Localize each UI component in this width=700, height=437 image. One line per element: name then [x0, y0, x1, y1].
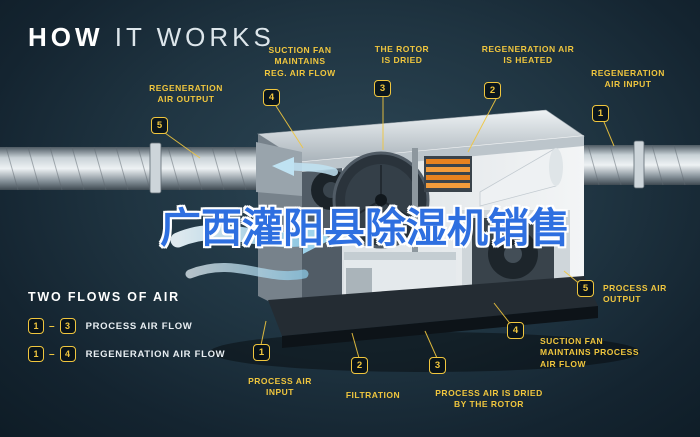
legend-dash: –: [49, 320, 55, 332]
legend-badge-4: 4: [59, 346, 76, 362]
callout-badge-1-bottom: 1: [253, 344, 270, 361]
title-word-how: HOW: [28, 22, 104, 52]
callout-label-suction-fan-reg: SUCTION FAN MAINTAINS REG. AIR FLOW: [264, 45, 336, 78]
rotor: [332, 151, 430, 249]
callout-label-regeneration-air-output: REGENERATION AIR OUTPUT: [149, 83, 223, 105]
regeneration-air-arrow: [272, 157, 338, 176]
legend-badge-1: 1: [28, 318, 44, 334]
heater: [424, 156, 472, 192]
callout-label-reg-air-input: REGENERATION AIR INPUT: [591, 68, 665, 90]
page-title: HOW IT WORKS: [28, 22, 275, 53]
legend-label-regeneration-air-flow: REGENERATION AIR FLOW: [85, 348, 226, 360]
callout-label-rotor-dried: THE ROTOR IS DRIED: [374, 44, 430, 66]
callout-label-filtration: FILTRATION: [345, 390, 401, 400]
callout-label-suction-fan-process: SUCTION FAN MAINTAINS PROCESS AIR FLOW: [540, 336, 640, 369]
watermark-text: 广西灌阳县除湿机销售: [160, 204, 570, 252]
callout-badge-4-bottom: 4: [507, 322, 524, 339]
legend-row-process-air: 1 – 3 PROCESS AIR FLOW: [28, 318, 225, 334]
legend-badge-3: 3: [59, 318, 76, 334]
title-word-it-works: IT WORKS: [103, 22, 275, 52]
callout-badge-4-top: 4: [263, 89, 280, 106]
callout-badge-3-bottom: 3: [429, 357, 446, 374]
callout-badge-3-top: 3: [374, 80, 391, 97]
machine-base: [268, 276, 598, 336]
left-duct: [0, 142, 262, 194]
callout-badge-5-right: 5: [577, 280, 594, 297]
callout-label-process-air-dried: PROCESS AIR IS DRIED BY THE ROTOR: [435, 388, 543, 410]
legend-label-process-air-flow: PROCESS AIR FLOW: [85, 320, 193, 332]
legend: TWO FLOWS OF AIR 1 – 3 PROCESS AIR FLOW …: [28, 290, 225, 374]
callout-label-process-air-input: PROCESS AIR INPUT: [248, 376, 312, 398]
legend-title: TWO FLOWS OF AIR: [28, 290, 180, 304]
callout-badge-2-top: 2: [484, 82, 501, 99]
process-air-arrows: [170, 224, 332, 281]
legend-dash-2: –: [49, 348, 55, 360]
callout-label-process-air-output: PROCESS AIR OUTPUT: [603, 283, 667, 305]
callout-label-reg-air-heated: REGENERATION AIR IS HEATED: [481, 44, 575, 66]
callout-badge-2-bottom: 2: [351, 357, 368, 374]
legend-row-regeneration-air: 1 – 4 REGENERATION AIR FLOW: [28, 346, 225, 362]
callout-badge-1-right: 1: [592, 105, 609, 122]
legend-badge-1b: 1: [28, 346, 44, 362]
callout-badge-5-left: 5: [151, 117, 168, 134]
